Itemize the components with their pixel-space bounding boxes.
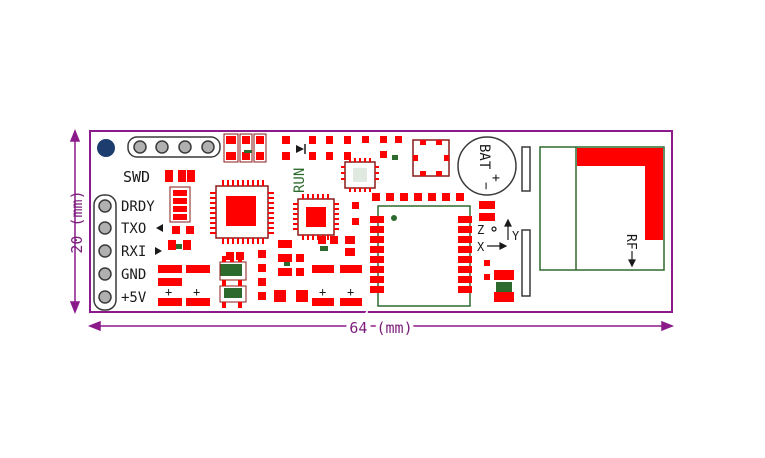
axis-x-label: X [477, 240, 485, 254]
antenna-area [539, 146, 665, 271]
sensor-chip [293, 194, 339, 240]
gnd-label: GND [121, 267, 146, 283]
height-dimension [69, 128, 81, 315]
top-passives [226, 136, 402, 160]
battery-pads [479, 201, 514, 302]
v5-label: +5V [121, 290, 147, 306]
uart-pin-icon [98, 267, 112, 281]
txo-arrow-icon [156, 224, 163, 232]
middle-passives [345, 193, 464, 256]
rf-arrow-icon [628, 251, 636, 268]
height-dimension-label: 20 (mm) [68, 190, 86, 253]
top-component-outlines [223, 133, 267, 163]
swd-pin-icon [133, 140, 147, 154]
battery-label: BAT [476, 144, 492, 170]
rf-module [370, 205, 472, 307]
battery-plus: + [488, 174, 503, 182]
mcu-chip [210, 180, 274, 244]
uart-pin-icon [98, 244, 112, 258]
swd-label: SWD [123, 168, 150, 186]
crystal [412, 139, 450, 177]
polarity-plus-2: + [193, 285, 200, 299]
uart-pin-icon [98, 221, 112, 235]
uart-header [93, 194, 117, 311]
board-outline [89, 130, 673, 313]
uart-pin-icon [98, 199, 112, 213]
axis-indicator [487, 218, 512, 250]
diode-icon [296, 145, 304, 153]
rf-label: RF [623, 234, 638, 250]
small-ic [341, 158, 379, 192]
green-caps [220, 246, 328, 298]
green-cap-icon [496, 282, 512, 292]
led-cluster [165, 170, 195, 250]
swd-header [127, 136, 221, 158]
width-dimension-label: 64 (mm) [349, 319, 412, 337]
polarity-plus-1: + [165, 285, 172, 299]
led-outline [169, 186, 191, 223]
sot-chips [219, 256, 247, 308]
mounting-hole-icon [97, 139, 115, 157]
green-cap-icon [176, 244, 182, 249]
swd-pin-icon [201, 140, 215, 154]
swd-pin-icon [178, 140, 192, 154]
rxi-arrow-icon [155, 247, 162, 255]
green-cap [244, 150, 398, 160]
drdy-label: DRDY [121, 199, 155, 215]
polarity-plus-4: + [347, 285, 354, 299]
polarity-plus-3: + [319, 285, 326, 299]
width-dimension [87, 320, 675, 332]
swd-pin-icon [155, 140, 169, 154]
rxi-label: RXI [121, 244, 146, 260]
battery-holder [457, 136, 517, 196]
battery-minus: − [478, 182, 493, 190]
rf-slot-bottom [521, 229, 531, 297]
run-label: RUN [292, 168, 308, 193]
axis-y-label: Y [512, 229, 520, 243]
uart-pin-icon [98, 290, 112, 304]
axis-z-label: Z [477, 223, 484, 237]
txo-label: TXO [121, 221, 146, 237]
rf-slot-top [521, 146, 531, 192]
